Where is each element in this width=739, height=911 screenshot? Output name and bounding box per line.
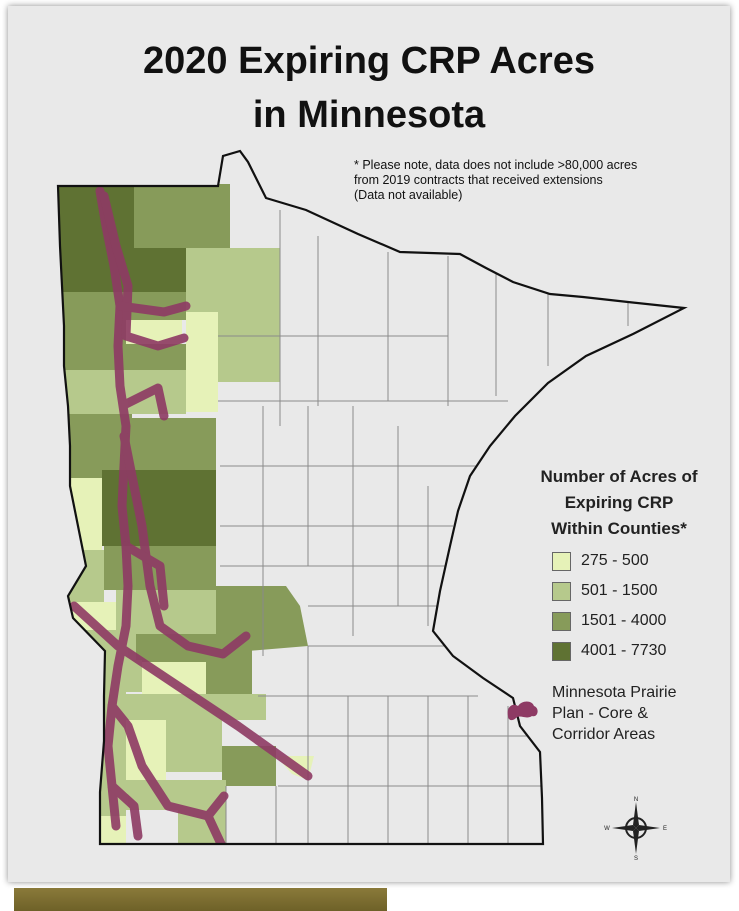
county-borders [218, 210, 629, 844]
county-pope [172, 590, 216, 634]
map-title: 2020 Expiring CRP Acres in Minnesota [8, 34, 730, 142]
legend-label: 1501 - 4000 [581, 612, 667, 629]
note-line-3: (Data not available) [354, 188, 463, 202]
county-layer [58, 151, 684, 844]
compass-n: N [634, 797, 638, 803]
legend-title-line-1: Number of Acres of [540, 467, 698, 486]
legend-swatch [552, 611, 571, 631]
note-line-2: from 2019 contracts that received extens… [354, 173, 603, 187]
legend-label: 501 - 1500 [581, 582, 658, 599]
minnesota-map [56, 149, 688, 846]
county-redwood-east [166, 720, 222, 772]
county-kandiyohi [206, 634, 252, 694]
legend-item-1501-4000: 1501 - 4000 [552, 610, 666, 632]
county-becker [132, 418, 216, 470]
legend-label: 275 - 500 [581, 552, 649, 569]
map-panel: 2020 Expiring CRP Acres in Minnesota [8, 6, 730, 882]
county-wilkin [58, 478, 102, 550]
legend-label: 4001 - 7730 [581, 642, 667, 659]
prairie-corridors [69, 186, 313, 844]
compass-s: S [634, 856, 638, 860]
legend-item-501-1500: 501 - 1500 [552, 580, 658, 602]
legend-title: Number of Acres of Expiring CRP Within C… [508, 464, 730, 542]
note-line-1: * Please note, data does not include >80… [354, 158, 638, 172]
county-kittson [58, 184, 134, 248]
legend-title-line-2: Expiring CRP [564, 493, 674, 512]
legend-item-275-500: 275 - 500 [552, 550, 649, 572]
county-roseau [134, 184, 230, 248]
legend-swatch [552, 641, 571, 661]
corridor-legend-label: Minnesota Prairie Plan - Core & Corridor… [552, 682, 677, 745]
county-lac-qui-parle [58, 660, 142, 692]
compass-rose-icon: N S W E [604, 797, 667, 860]
county-nicollet [222, 746, 276, 786]
compass-e: E [663, 826, 667, 832]
state-outline [56, 149, 688, 846]
corridor-legend-icon [507, 701, 538, 721]
bottom-decor-bar [14, 888, 387, 911]
corridor-label-line-2: Plan - Core & [552, 705, 649, 722]
legend-item-4001-7730: 4001 - 7730 [552, 640, 666, 662]
legend-swatch [552, 581, 571, 601]
county-clearwater [186, 312, 218, 412]
corridor-label-line-1: Minnesota Prairie [552, 684, 677, 701]
corridor-label-line-3: Corridor Areas [552, 726, 656, 743]
county-marshall-west [58, 248, 112, 292]
legend-swatch [552, 551, 571, 571]
title-line-1: 2020 Expiring CRP Acres [143, 40, 595, 82]
data-note: * Please note, data does not include >80… [354, 158, 734, 203]
compass-w: W [604, 826, 610, 832]
legend-title-line-3: Within Counties* [551, 519, 687, 538]
title-line-2: in Minnesota [252, 94, 486, 136]
